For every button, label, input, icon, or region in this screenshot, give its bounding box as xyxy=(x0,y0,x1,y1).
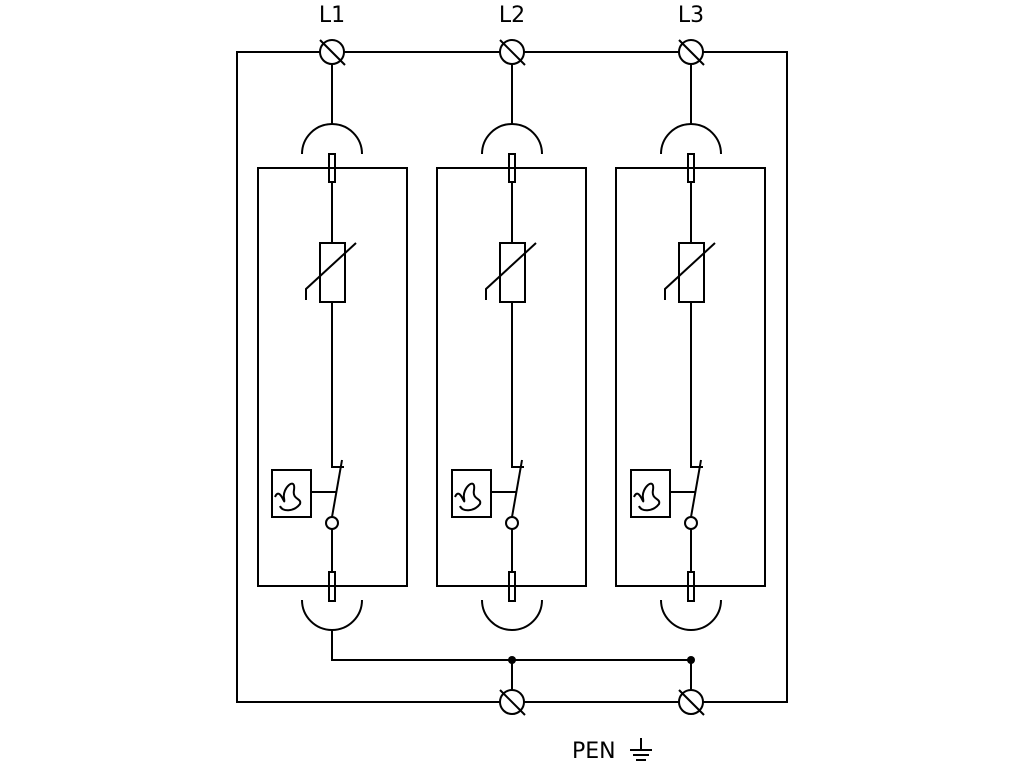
thermal-disconnector-icon xyxy=(271,469,312,518)
plug-contact-top-icon xyxy=(660,123,722,155)
switch-icon xyxy=(511,459,524,518)
terminal-slash xyxy=(678,39,705,66)
fuse-terminal-icon xyxy=(328,571,336,602)
phase-label-l1: L1 xyxy=(319,3,345,28)
pen-terminal xyxy=(499,689,526,716)
varistor-slash xyxy=(485,242,537,300)
fuse-terminal-icon xyxy=(687,571,695,602)
switch-icon xyxy=(690,459,703,518)
earth-ground-icon xyxy=(630,738,652,761)
plug-contact-top-icon xyxy=(301,123,363,155)
theta-symbol xyxy=(274,482,302,512)
theta-symbol xyxy=(633,482,661,512)
plug-contact-bottom-icon xyxy=(481,599,543,631)
outer-frame-wire xyxy=(236,51,788,703)
module-l3 xyxy=(615,39,766,631)
fuse-terminal-icon xyxy=(508,571,516,602)
pen-bus-wire xyxy=(331,630,691,661)
terminal-slash xyxy=(499,39,526,66)
terminal-slash xyxy=(319,39,346,66)
switch-icon xyxy=(331,459,344,518)
switch-contact xyxy=(684,516,698,530)
pen-terminal xyxy=(678,689,705,716)
module-l2 xyxy=(436,39,587,631)
theta-symbol xyxy=(454,482,482,512)
module-box xyxy=(436,167,587,587)
pen-label: PEN xyxy=(572,739,616,764)
thermal-disconnector-icon xyxy=(630,469,671,518)
phase-label-l3: L3 xyxy=(678,3,704,28)
switch-contact xyxy=(325,516,339,530)
plug-contact-top-icon xyxy=(481,123,543,155)
thermal-disconnector-icon xyxy=(451,469,492,518)
module-box xyxy=(257,167,408,587)
module-box xyxy=(615,167,766,587)
switch-contact xyxy=(505,516,519,530)
varistor-slash xyxy=(664,242,716,300)
varistor-slash xyxy=(305,242,357,300)
pen-terminal-wire xyxy=(511,660,692,690)
plug-contact-bottom-icon xyxy=(660,599,722,631)
phase-label-l2: L2 xyxy=(499,3,525,28)
plug-contact-bottom-icon xyxy=(301,599,363,631)
module-l1 xyxy=(257,39,408,631)
